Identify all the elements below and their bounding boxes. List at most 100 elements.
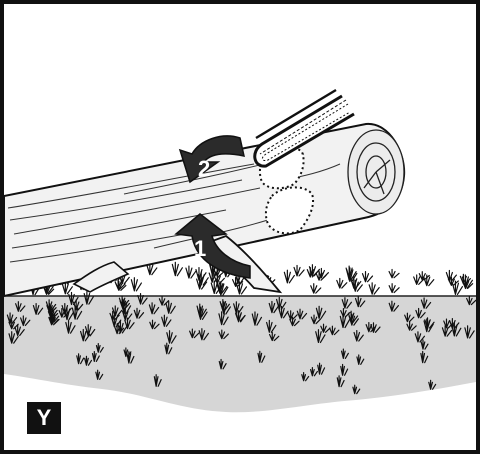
grass-tuft: [148, 302, 160, 315]
grass-tuft: [208, 270, 220, 283]
grass-tuft: [8, 319, 19, 330]
grass-tuft: [329, 325, 340, 336]
grass-tuft: [275, 296, 287, 310]
grass-tuft: [340, 363, 349, 376]
grass-tuft: [123, 347, 132, 358]
step-1-number: 1: [194, 236, 206, 261]
grass-tuft: [346, 267, 358, 283]
grass-tuft: [197, 272, 209, 286]
step-2-number: 2: [198, 156, 210, 181]
grass-tuft: [423, 318, 434, 333]
grass-tuft: [420, 339, 429, 350]
grass-tuft: [61, 302, 72, 315]
grass-tuft: [354, 295, 366, 308]
grass-tuft: [447, 276, 459, 286]
grass-tuft: [266, 319, 277, 333]
grass-tuft: [118, 272, 130, 285]
grass-tuft: [289, 316, 300, 327]
grass-tuft: [43, 284, 55, 295]
grass-tuft: [196, 276, 208, 290]
bottom-cut-zone: [264, 186, 314, 235]
grass-tuft: [317, 267, 329, 279]
grass-tuft: [32, 302, 44, 315]
step-2-arrow: 2: [178, 135, 245, 184]
grass-tuft: [153, 374, 162, 387]
grass-tuft: [166, 330, 177, 344]
grass-tuft: [71, 305, 83, 320]
grass-tuft: [309, 367, 318, 377]
grass-tuft: [235, 310, 246, 323]
grass-tuft: [115, 280, 127, 291]
grass-tuft: [388, 300, 400, 312]
grass-tuft: [464, 325, 475, 339]
grass-tuft: [320, 323, 331, 333]
grass-tuft: [218, 358, 227, 370]
grass-tuft: [220, 301, 231, 315]
grass-tuft: [310, 283, 322, 294]
grass-tuft: [413, 274, 425, 285]
grass-tuft: [198, 328, 209, 341]
grass-tuft: [306, 267, 318, 278]
grass-tuft: [296, 308, 308, 320]
chainsaw-bar: [253, 88, 355, 168]
grass-tuft: [149, 319, 160, 330]
grass-tuft: [126, 351, 135, 364]
grass-tuft: [218, 311, 229, 326]
grass-tuft: [283, 269, 295, 284]
grass-tuft: [462, 278, 474, 290]
grass-tuft: [336, 375, 345, 388]
grass-tuft: [79, 328, 91, 342]
grass-tuft: [49, 315, 60, 325]
grass-tuft: [361, 271, 374, 283]
grass-tuft: [341, 297, 353, 309]
grass-tuft: [146, 262, 158, 276]
grass-tuft: [287, 310, 298, 320]
grass-tuft: [352, 384, 361, 395]
grass-tuft: [370, 322, 381, 333]
grass-tuft: [443, 318, 454, 329]
grass-tuft: [130, 277, 142, 292]
grass-tuft: [208, 261, 221, 277]
grass-tuft: [171, 261, 183, 277]
grass-tuft: [466, 295, 476, 306]
grass-tuft: [339, 313, 351, 329]
grass-tuft: [68, 291, 79, 306]
ground-shade: [4, 296, 476, 413]
grass-tuft: [164, 342, 173, 355]
grass-tuft: [14, 324, 25, 337]
grass-tuft: [315, 270, 327, 281]
step-1-arrow: 1: [174, 213, 251, 279]
log-end-rings: [347, 129, 405, 215]
grass-tuft: [95, 342, 104, 353]
grass-tuft: [356, 354, 365, 365]
grass-tuft: [348, 313, 359, 326]
branch-stump-left: [72, 261, 130, 293]
grass-tuft: [420, 297, 432, 309]
grass-tuft: [315, 329, 326, 344]
grass-tuft: [404, 312, 415, 323]
grass-tuft: [353, 329, 364, 342]
figure-label: Y: [27, 402, 61, 434]
grass-tuft: [133, 307, 145, 319]
grass-tuft: [8, 331, 19, 344]
grass-tuft: [95, 369, 104, 380]
grass-tuft: [428, 379, 437, 390]
grass-tuft: [76, 353, 85, 365]
grass-tuft: [301, 372, 310, 382]
grass-tuft: [340, 308, 351, 318]
grass-tuft: [165, 300, 176, 314]
grass-tuft: [218, 329, 229, 340]
grass-tuft: [158, 296, 170, 306]
grass-tuft: [451, 322, 462, 337]
grass-tuft: [109, 310, 120, 321]
grass-tuft: [268, 331, 280, 342]
grass-tuft: [15, 301, 26, 312]
grass-tuft: [84, 324, 96, 337]
grass-tuft: [210, 280, 222, 295]
grass-tuft: [406, 321, 417, 331]
grass-tuft: [58, 307, 69, 318]
grass-tuft: [117, 320, 128, 334]
grass-tuft: [231, 277, 244, 287]
grass-tuft: [418, 271, 430, 281]
grass-tuft: [61, 281, 73, 295]
